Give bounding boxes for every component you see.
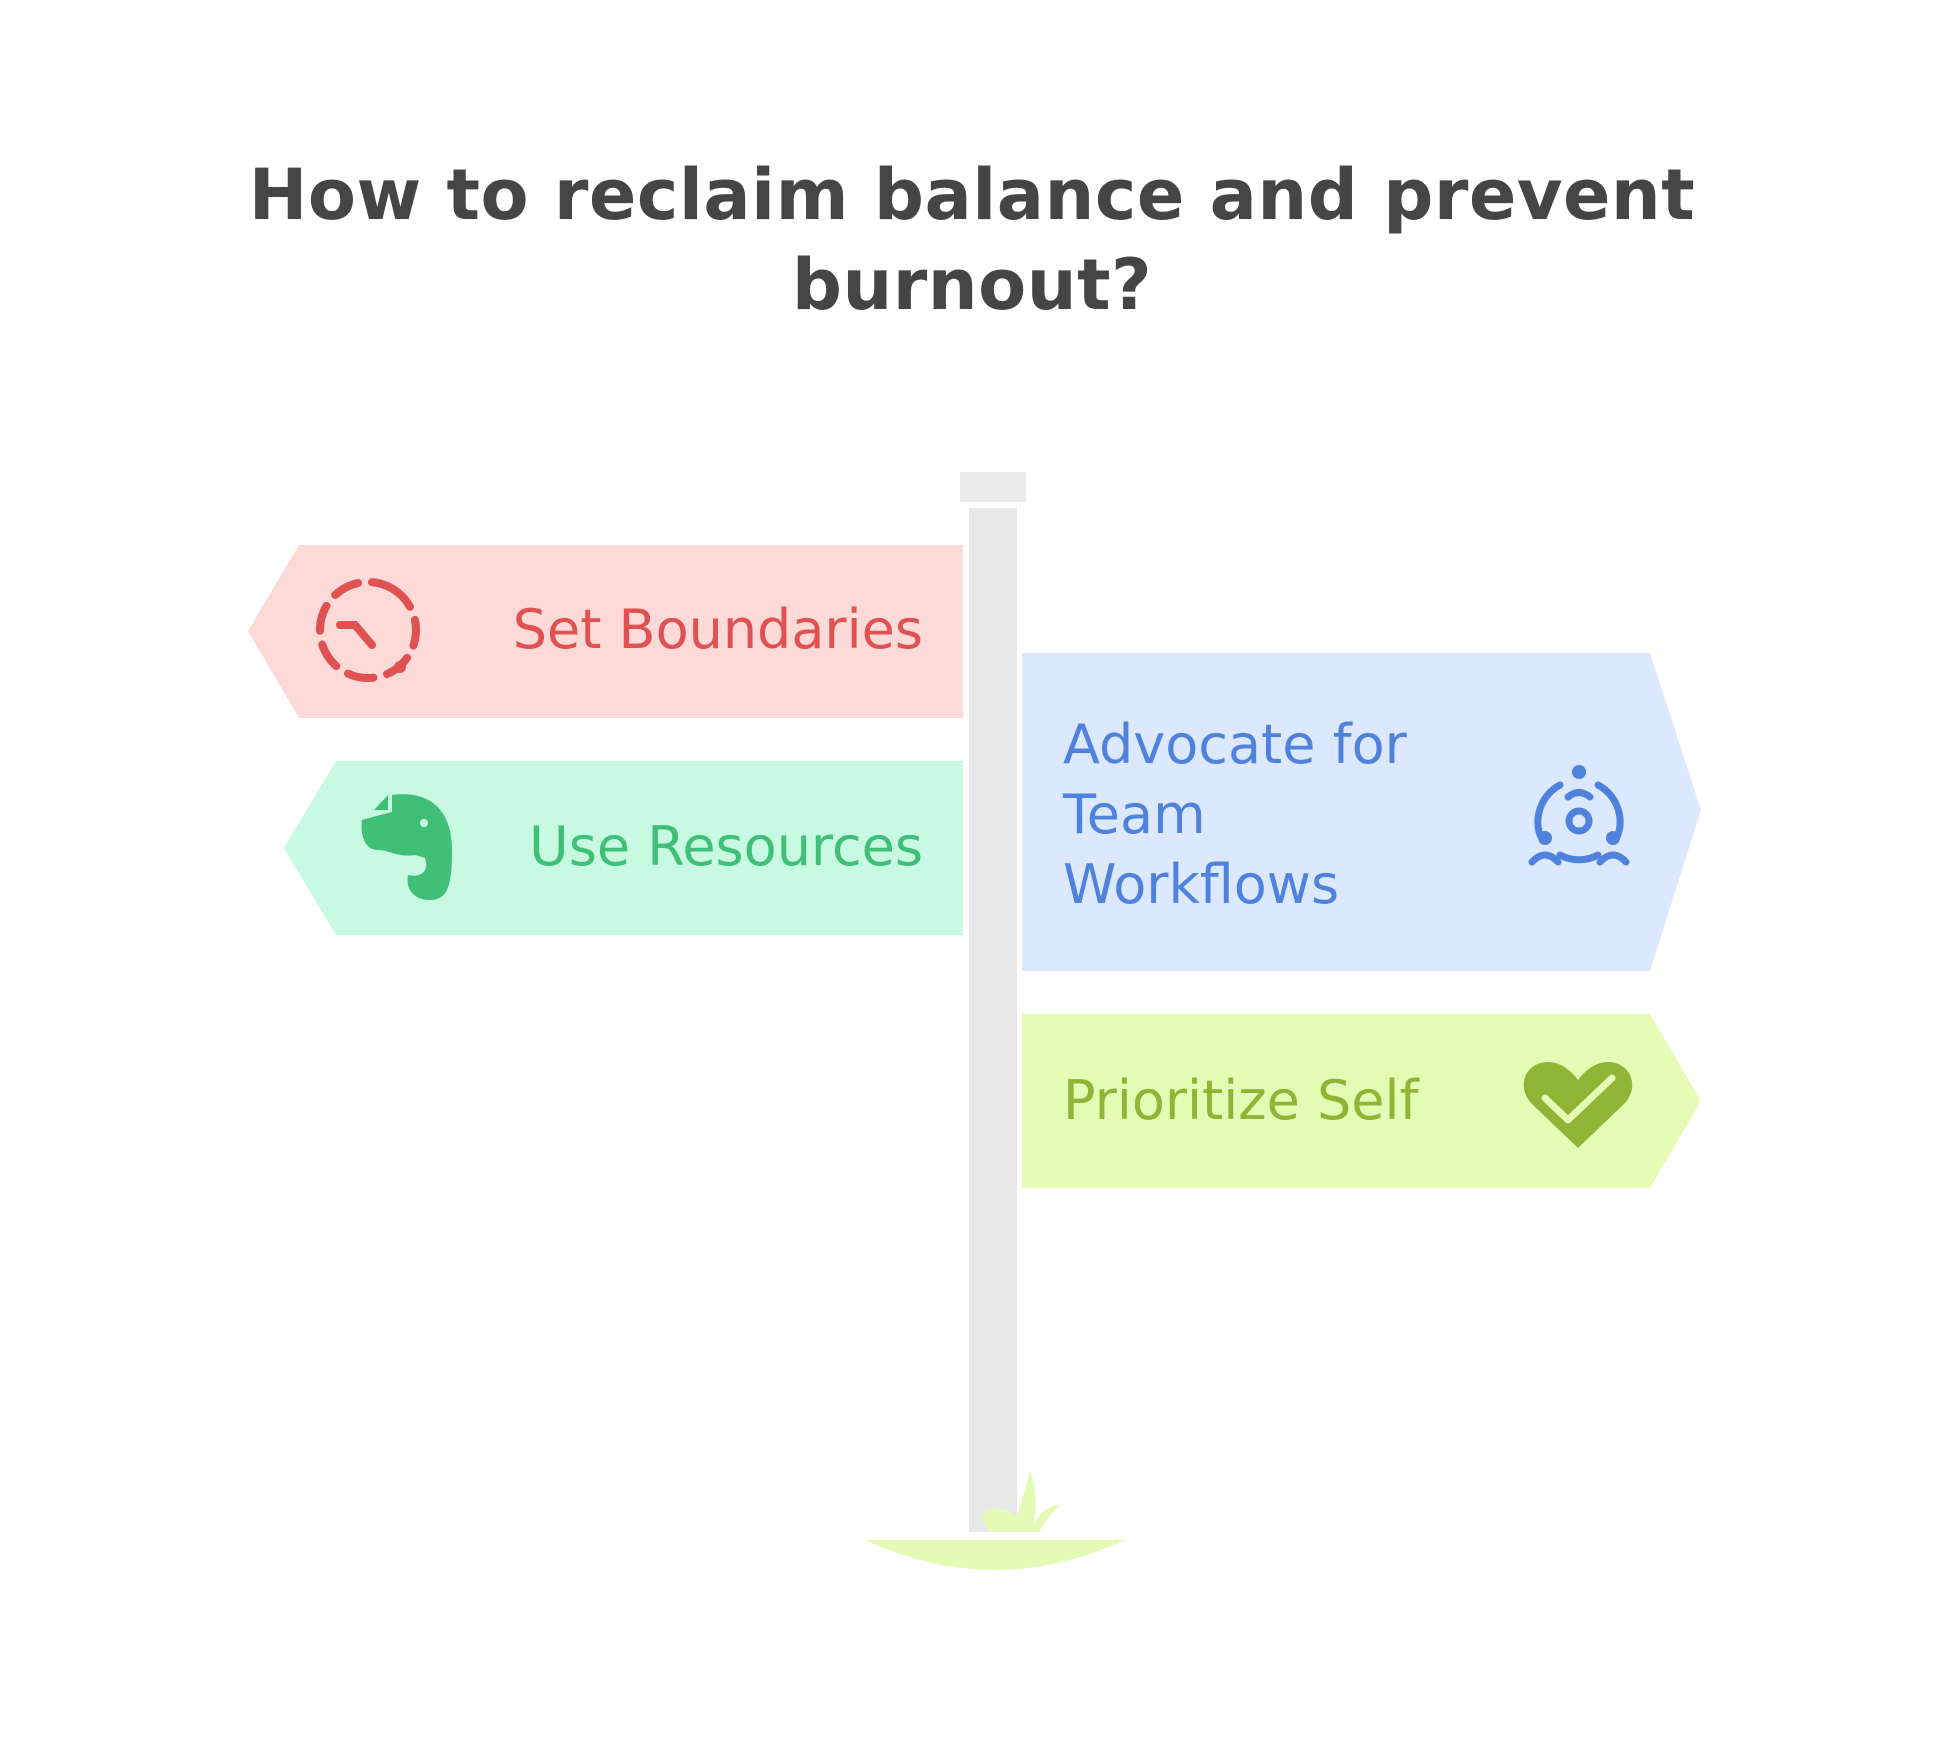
sign-label-advocate-line-2: Team [1063,783,1206,846]
timer-icon [316,578,420,682]
sign-label-prioritize-self: Prioritize Self [1063,1069,1419,1132]
heart-check-icon [1523,1062,1633,1148]
signpost-pole [969,508,1017,1532]
sign-label-set-boundaries: Set Boundaries [512,598,923,661]
sign-label-use-resources: Use Resources [529,815,923,878]
team-settings-icon [1528,765,1630,866]
grass-mound [865,1540,1125,1570]
post-cap [960,472,1026,502]
sign-set-boundaries [248,545,963,718]
sign-label-advocate-line-3: Workflows [1063,853,1340,916]
sign-label-advocate-line-1: Advocate for [1063,713,1407,776]
grass-tuft [982,1470,1060,1532]
sign-use-resources [284,761,963,935]
sign-prioritize-self [1022,1014,1701,1188]
evernote-elephant-icon [361,794,452,900]
sign-advocate-team-workflows [1022,653,1701,971]
diagram-title: How to reclaim balance and prevent burno… [248,154,1696,326]
